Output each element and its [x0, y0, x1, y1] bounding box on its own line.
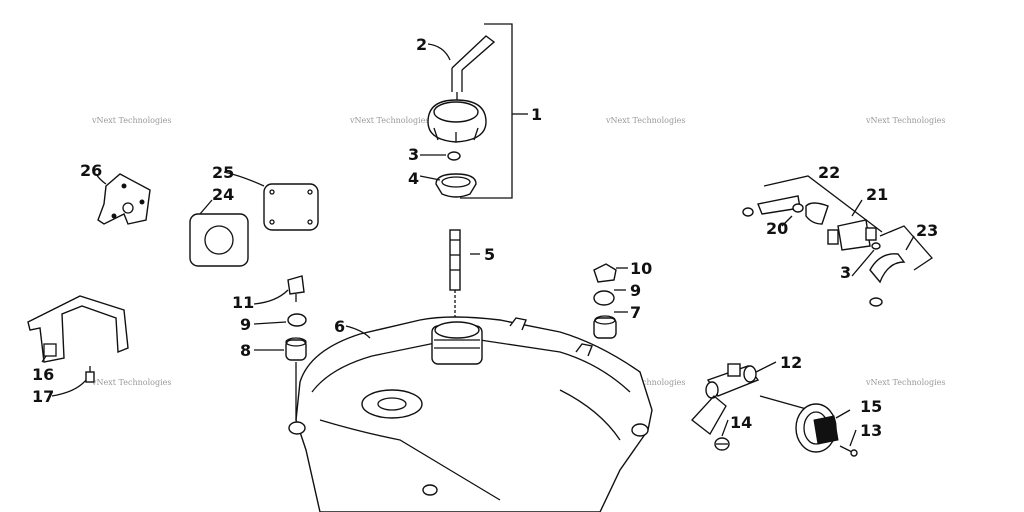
part-washer-9-left	[287, 313, 307, 327]
watermark-4: vNext Technologies	[865, 116, 945, 125]
part-bracket-26	[97, 173, 151, 225]
callout-7: 7	[630, 303, 641, 322]
callout-8: 8	[240, 341, 251, 360]
callout-10: 10	[630, 259, 652, 278]
callouts: 2 1 3 4 5 6 11 9 8 10 9 7 26 25 24 16 17…	[32, 35, 938, 440]
callout-15: 15	[860, 397, 882, 416]
callout-23: 23	[916, 221, 938, 240]
watermark-8: vNext Technologies	[865, 378, 945, 387]
watermark-2: vNext Technologies	[349, 116, 429, 125]
part-nut-10	[593, 263, 617, 283]
callout-11: 11	[232, 293, 254, 312]
part-grommet-7	[593, 315, 617, 339]
callout-22: 22	[818, 163, 840, 182]
part-plate-25	[263, 183, 319, 231]
part-fuel-filter-21	[827, 219, 877, 251]
watermark-7: vNext Technologies	[605, 378, 685, 387]
watermark-1: vNext Technologies	[91, 116, 171, 125]
callout-13: 13	[860, 421, 882, 440]
callout-9-right: 9	[630, 281, 641, 300]
part-gasket	[435, 173, 477, 198]
part-o-ring-3b	[871, 242, 881, 250]
callout-26: 26	[80, 161, 102, 180]
part-clamp-large	[805, 202, 829, 225]
part-vent-hose	[451, 35, 496, 108]
part-o-ring-top	[447, 151, 461, 161]
part-clamp-20b	[792, 203, 804, 213]
part-fuel-tank	[288, 316, 653, 512]
part-bolt-11	[287, 275, 305, 302]
callout-2: 2	[416, 35, 427, 54]
callout-5: 5	[484, 245, 495, 264]
part-bracket-16	[27, 295, 129, 363]
part-pickup-tube	[449, 229, 461, 318]
callout-24: 24	[212, 185, 234, 204]
part-screw-13	[839, 445, 858, 457]
part-grommet-8	[285, 337, 307, 361]
part-fuel-cap	[427, 99, 487, 143]
part-gasket-24	[189, 213, 249, 267]
leader-lines	[41, 43, 915, 447]
part-screw-14	[714, 437, 730, 451]
part-hose-23	[869, 253, 906, 284]
callout-4: 4	[408, 169, 419, 188]
part-clamp-20a	[742, 207, 754, 217]
watermark-5: vNext Technologies	[91, 378, 171, 387]
part-screw-17	[85, 366, 95, 383]
callout-14: 14	[730, 413, 752, 432]
callout-6: 6	[334, 317, 345, 336]
callout-21: 21	[866, 185, 888, 204]
part-o-ring-bottom	[869, 297, 883, 307]
callout-25: 25	[212, 163, 234, 182]
part-knob-15	[795, 403, 839, 453]
watermark-3: vNext Technologies	[605, 116, 685, 125]
callout-1: 1	[531, 105, 542, 124]
callout-9-left: 9	[240, 315, 251, 334]
callout-20: 20	[766, 219, 788, 238]
part-washer-9-right	[593, 290, 615, 306]
callout-12: 12	[780, 353, 802, 372]
callout-16: 16	[32, 365, 54, 384]
callout-3-right: 3	[840, 263, 851, 282]
part-fuel-valve-12	[705, 363, 760, 399]
callout-17: 17	[32, 387, 54, 406]
leader-bracket-1	[460, 23, 513, 199]
callout-3-top: 3	[408, 145, 419, 164]
